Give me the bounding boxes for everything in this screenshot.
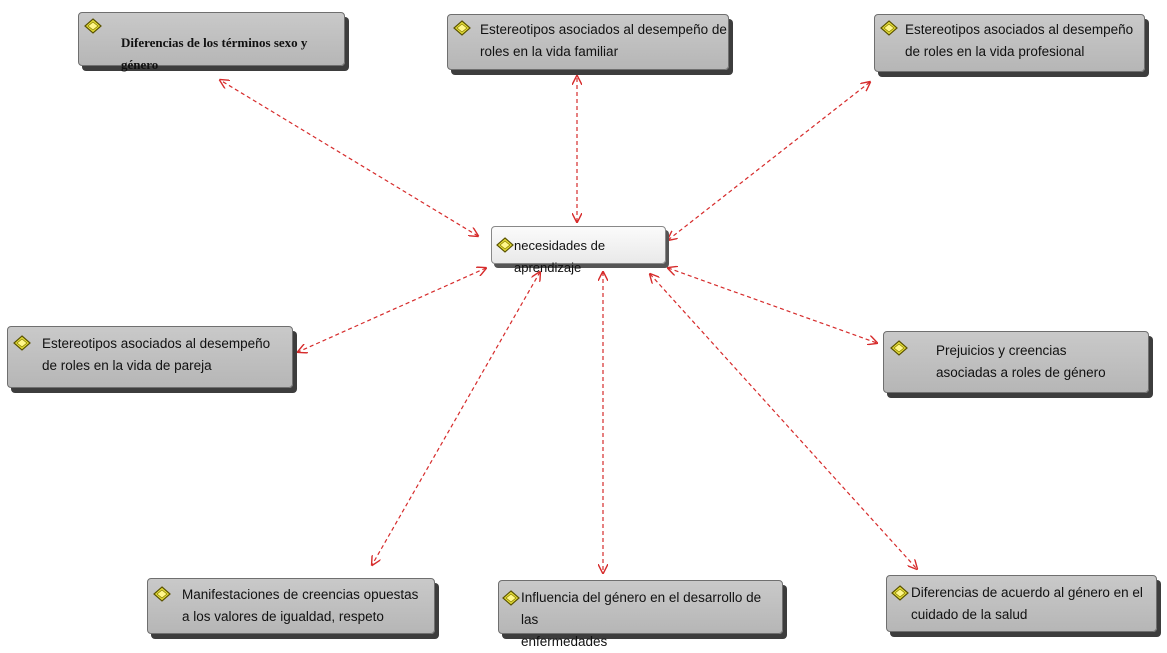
- node-estereotipos-familiar[interactable]: Estereotipos asociados al desempeño de r…: [447, 14, 729, 70]
- diamond-node-icon: [453, 20, 471, 36]
- node-label: Estereotipos asociados al desempeño de r…: [480, 22, 727, 59]
- edge-prejuicios: [668, 268, 877, 343]
- node-manifestaciones-creencias[interactable]: Manifestaciones de creencias opuestas a …: [147, 578, 435, 634]
- edge-manifestaciones: [372, 272, 540, 565]
- node-prejuicios-creencias[interactable]: Prejuicios y creencias asociadas a roles…: [883, 331, 1149, 393]
- node-estereotipos-profesional[interactable]: Estereotipos asociados al desempeño de r…: [874, 14, 1145, 72]
- diamond-node-icon: [880, 20, 898, 36]
- node-diferencias-salud[interactable]: Diferencias de acuerdo al género en el c…: [886, 575, 1157, 632]
- node-label: Prejuicios y creencias asociadas a roles…: [936, 343, 1106, 380]
- node-label: Diferencias de acuerdo al género en el c…: [911, 585, 1143, 622]
- diamond-node-icon: [502, 590, 520, 606]
- diamond-node-icon: [890, 340, 908, 356]
- edge-profesional: [668, 82, 870, 240]
- central-node-label: necesidades de aprendizaje: [514, 238, 606, 275]
- node-label: Influencia del género en el desarrollo d…: [521, 590, 762, 649]
- diamond-node-icon: [496, 237, 514, 253]
- node-diferencias-terminos[interactable]: Diferencias de los términos sexo y géner…: [78, 12, 345, 72]
- diamond-node-icon: [84, 18, 102, 34]
- node-label: Estereotipos asociados al desempeño de r…: [42, 336, 271, 373]
- diamond-node-icon: [891, 585, 909, 601]
- diamond-node-icon: [13, 335, 31, 351]
- edge-salud: [650, 274, 917, 569]
- node-label: Manifestaciones de creencias opuestas a …: [182, 587, 419, 624]
- node-estereotipos-pareja[interactable]: Estereotipos asociados al desempeño de r…: [7, 326, 293, 388]
- node-influencia-genero[interactable]: Influencia del género en el desarrollo d…: [498, 580, 783, 649]
- edge-layer: [0, 0, 1167, 638]
- node-label: Diferencias de los términos sexo y géner…: [121, 35, 308, 72]
- edge-terminos: [220, 80, 478, 236]
- central-node[interactable]: necesidades de aprendizaje: [491, 226, 666, 275]
- diamond-node-icon: [153, 586, 171, 602]
- node-label: Estereotipos asociados al desempeño de r…: [905, 22, 1134, 59]
- edge-pareja: [298, 268, 486, 352]
